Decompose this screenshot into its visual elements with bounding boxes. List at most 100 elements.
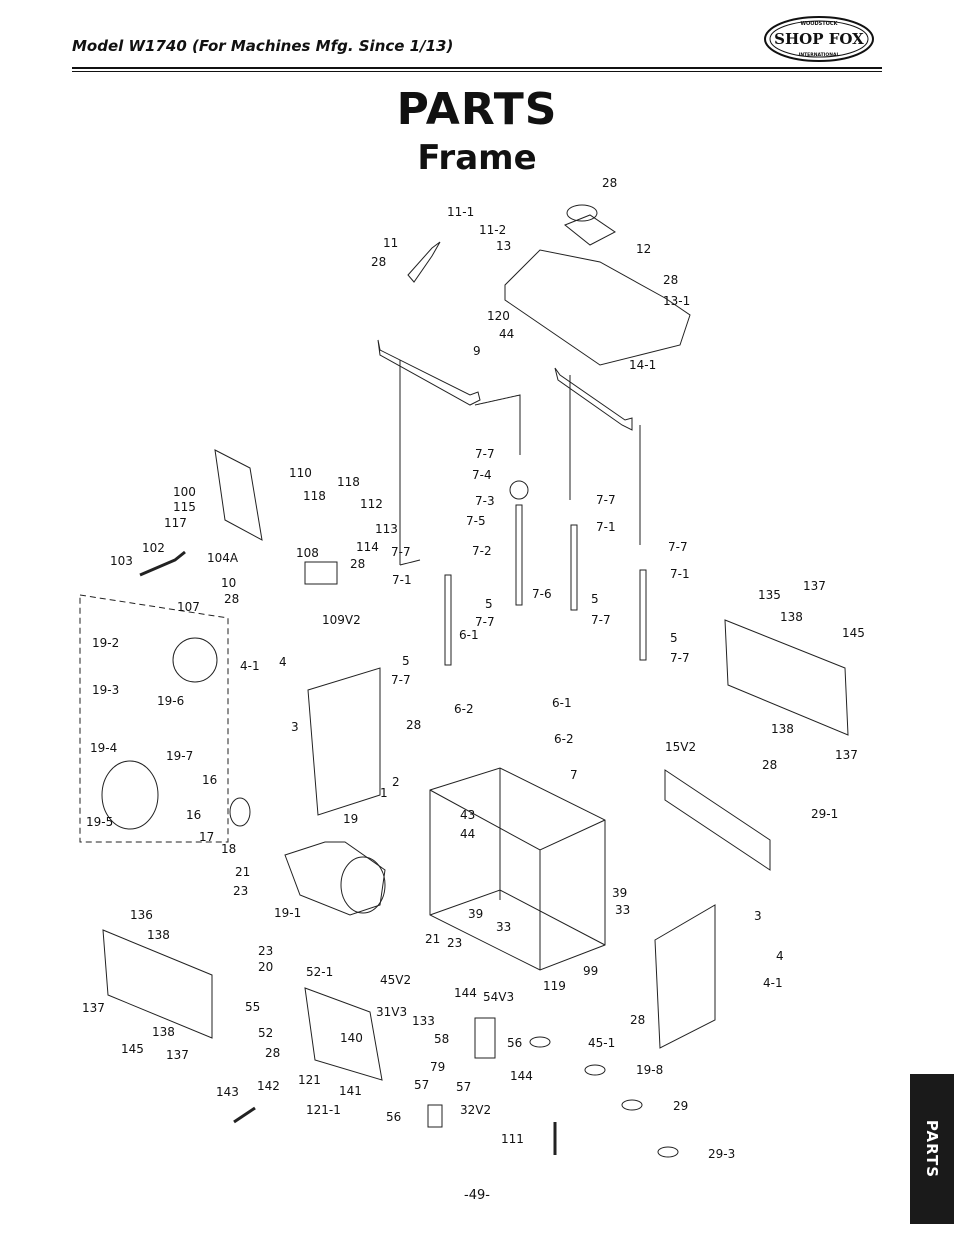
model-title: Model W1740 (For Machines Mfg. Since 1/1… [72,37,454,55]
louver-right-shape [724,619,849,736]
belt-45-1-shape [529,1036,551,1048]
callout-label: 58 [434,1032,449,1046]
shaft-103-shape [139,550,186,577]
panel-15v2-shape [664,769,771,871]
callout-label: 3 [754,909,762,923]
belt-29-shape [621,1099,643,1111]
callout-label: 19-6 [157,694,184,708]
callout-label: 121-1 [306,1103,341,1117]
callout-label: 18 [221,842,236,856]
callout-label: 23 [258,944,273,958]
motor-parts-box [79,594,229,843]
callout-label: 7-2 [472,544,492,558]
box-109v2-shape [304,561,338,585]
side-tab-label: PARTS [923,1119,941,1179]
callout-label: 6-2 [454,702,474,716]
callout-label: 7-7 [670,651,690,665]
vent-boss-shape [566,204,598,222]
callout-label: 133 [412,1014,435,1028]
screw-rod-far-shape [639,569,647,661]
callout-label: 10 [221,576,236,590]
callout-label: 7-1 [670,567,690,581]
callout-label: 44 [499,327,514,341]
callout-label: 143 [216,1085,239,1099]
callout-label: 7-6 [532,587,552,601]
callout-label: 56 [507,1036,522,1050]
belt-19-8-shape [584,1064,606,1076]
callout-label: 137 [82,1001,105,1015]
callout-label: 7-7 [596,493,616,507]
callout-label: 100 [173,485,196,499]
callout-label: 19-7 [166,749,193,763]
switch-plate-shape [304,987,383,1081]
callout-label: 28 [371,255,386,269]
callout-label: 109V2 [322,613,361,627]
callout-label: 136 [130,908,153,922]
callout-label: 7-7 [391,673,411,687]
callout-label: 31V3 [376,1005,407,1019]
callout-label: 9 [473,344,481,358]
callout-label: 52-1 [306,965,333,979]
rail-14-shape [554,367,633,431]
callout-label: 44 [460,827,475,841]
callout-label: 118 [303,489,326,503]
callout-label: 7-1 [392,573,412,587]
callout-label: 19-4 [90,741,117,755]
callout-label: 33 [615,903,630,917]
page-number: -49- [464,1188,490,1203]
callout-label: 19 [343,812,358,826]
callout-label: 43 [460,808,475,822]
callout-label: 57 [456,1080,471,1094]
callout-label: 119 [543,979,566,993]
callout-label: 28 [406,718,421,732]
pulley-shape [229,797,251,827]
callout-label: 39 [468,907,483,921]
callout-label: 14-1 [629,358,656,372]
callout-label: 114 [356,540,379,554]
callout-label: 113 [375,522,398,536]
panel-3-right-shape [654,904,716,1049]
callout-label: 7-7 [475,447,495,461]
callout-label: 4 [279,655,287,669]
callout-label: 12 [636,242,651,256]
callout-label: 7-7 [475,615,495,629]
callout-label: 21 [235,865,250,879]
callout-label: 135 [758,588,781,602]
callout-label: 15V2 [665,740,696,754]
callout-label: 117 [164,516,187,530]
callout-label: 19-1 [274,906,301,920]
top-cover-shape [504,249,691,366]
callout-label: 137 [803,579,826,593]
callout-label: 121 [298,1073,321,1087]
rail-9-shape [377,339,481,406]
motor-end-shape [340,856,386,914]
callout-label: 5 [485,597,493,611]
callout-label: 6-1 [459,628,479,642]
callout-label: 138 [147,928,170,942]
callout-label: 144 [454,986,477,1000]
callout-label: 5 [591,592,599,606]
callout-label: 23 [233,884,248,898]
bracket-11-shape [407,241,441,283]
logo-bottom-text: INTERNATIONAL [799,52,840,58]
callout-label: 13-1 [663,294,690,308]
fan-shape [172,637,218,683]
motor-bracket-shape [214,449,263,541]
belt-29-3-shape [657,1146,679,1158]
fan-cover-shape [101,760,159,830]
screw-rod-left-shape [444,574,452,666]
callout-label: 28 [663,273,678,287]
callout-label: 32V2 [460,1103,491,1117]
callout-label: 144 [510,1069,533,1083]
callout-label: 142 [257,1079,280,1093]
callout-label: 17 [199,830,214,844]
switch-box-shape [474,1017,496,1059]
callout-label: 3 [291,720,299,734]
callout-label: 111 [501,1132,524,1146]
callout-label: 19-2 [92,636,119,650]
top-plate-shape [564,214,616,246]
assembly-lines [399,360,641,566]
callout-label: 141 [339,1084,362,1098]
callout-label: 7-7 [391,545,411,559]
callout-label: 56 [386,1110,401,1124]
